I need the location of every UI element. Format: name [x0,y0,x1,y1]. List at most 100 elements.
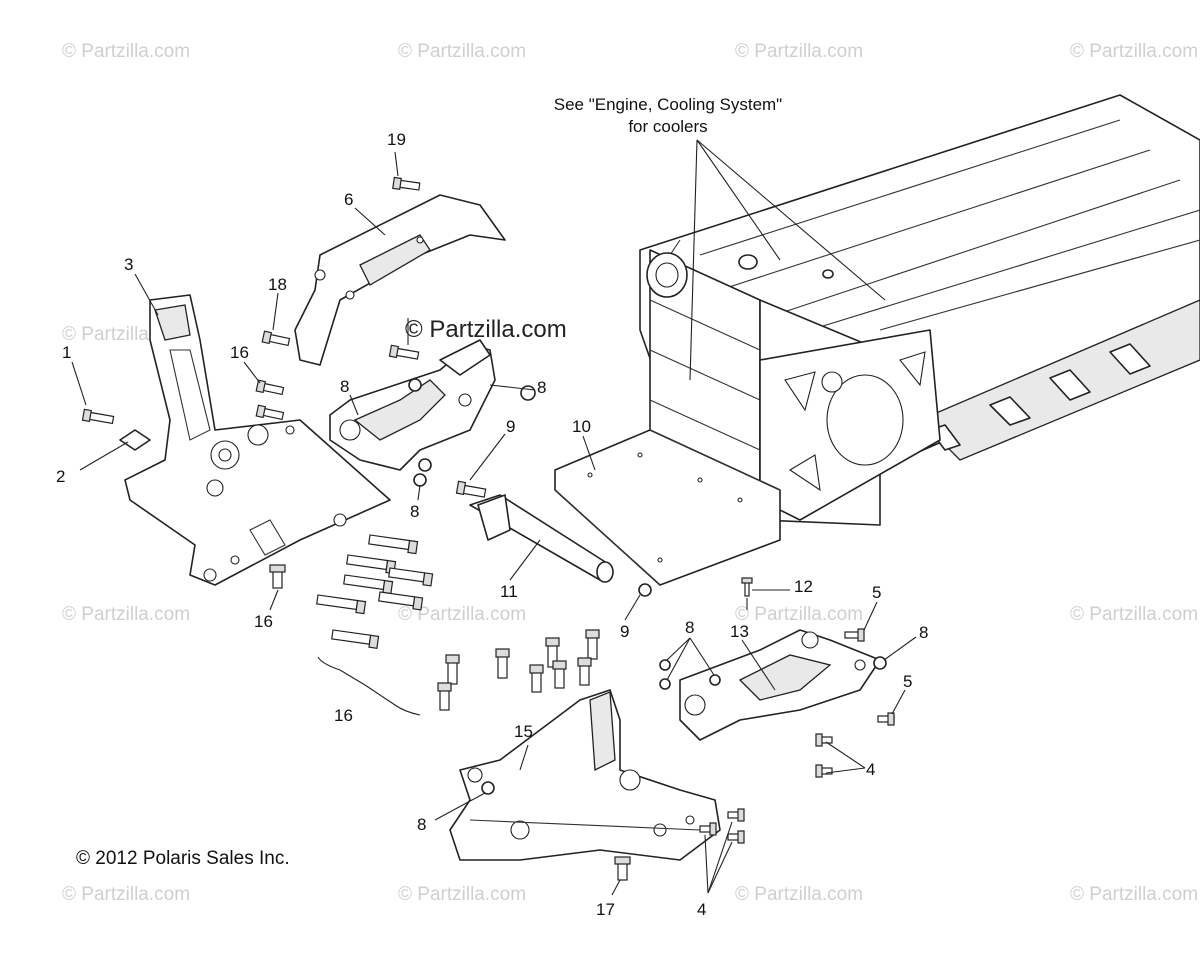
nut-icon [520,385,536,401]
small-hardware [81,176,895,881]
bolt-icon [844,628,865,642]
callout-12: 12 [794,577,813,596]
callout-4: 4 [866,760,875,779]
part-6-bracket [294,194,506,366]
bolt-icon [815,764,833,778]
callout-9: 9 [506,417,515,436]
part-15-bolt-kit [316,534,434,649]
nut-icon [638,583,652,597]
bolt-icon [392,176,421,191]
callout-14: 15 [514,722,533,741]
callout-3: 3 [124,255,133,274]
bolt-icon [269,564,286,589]
cooler-note: See "Engine, Cooling System" for coolers [554,95,782,136]
bolt-icon [585,629,600,660]
bolt-icon [378,591,424,611]
bolt-icon [261,330,291,347]
callout-15: 16 [334,706,353,725]
bolt-icon [614,856,631,881]
bolt-icon [81,408,115,425]
callout-16: 16 [254,612,273,631]
nut-icon [418,458,432,472]
bolt-icon [346,554,397,575]
callout-11: 11 [500,582,518,601]
part-3-front-frame [124,294,391,586]
nut-icon [659,678,671,690]
part-13-bracket [679,629,881,741]
watermark: © Partzilla.com [398,884,526,905]
bolt-icon [445,654,460,685]
callout-16: 16 [230,343,249,362]
center-bracket [329,339,496,471]
leader-lines [71,139,917,896]
watermark: © Partzilla.com [398,604,526,625]
bolt-icon [316,594,367,615]
nut-icon [408,378,422,392]
watermark: © Partzilla.com [735,41,863,62]
part-14-bracket [449,689,721,861]
nut-icon [659,659,671,671]
callout-labels: 19 6 3 1 2 18 16 8 8 8 9 10 11 9 16 12 5… [56,130,928,919]
callout-8: 8 [685,618,694,637]
bolt-icon [388,567,434,587]
bolt-icon [255,404,285,421]
bolt-icon [495,648,510,679]
bolt-icon [368,534,419,555]
callout-8: 8 [410,502,419,521]
callout-13: 13 [730,622,749,641]
callout-18: 19 [387,130,406,149]
copyright-notice: © 2012 Polaris Sales Inc. [76,848,290,869]
bolt-icon [552,660,567,689]
note-line-2: for coolers [628,117,707,136]
bolt-icon [343,574,394,595]
callout-5: 5 [903,672,912,691]
nut-icon [413,473,427,487]
watermark: © Partzilla.com [1070,41,1198,62]
callout-8: 8 [340,377,349,396]
callout-17: 18 [268,275,287,294]
washer-icon [119,429,151,451]
bolt-icon [437,682,452,711]
watermark: © Partzilla.com [62,41,190,62]
bolt-icon [331,629,380,649]
nut-icon [873,656,887,670]
bolt-icon [815,733,833,747]
bolt-icon [529,664,544,693]
callout-8: 8 [537,378,546,397]
part-10-plate [554,429,781,586]
callout-10: 10 [572,417,591,436]
callout-16: 17 [596,900,615,919]
watermark: © Partzilla.com [735,604,863,625]
bolt-icon [455,480,487,498]
bolt-icon [877,712,895,726]
callout-2: 2 [56,467,65,486]
bolt-icon [699,822,717,836]
watermark: © Partzilla.com [62,884,190,905]
bolt-icon [727,830,745,844]
callout-5: 5 [872,583,881,602]
bolt-icon [577,657,592,686]
bolt-icon [741,577,753,597]
watermark: © Partzilla.com [1070,604,1198,625]
center-watermark: © Partzilla.com [405,316,567,343]
nut-icon [709,674,721,686]
watermark: © Partzilla.com [735,884,863,905]
bolt-icon [545,637,560,668]
chassis-tunnel [639,94,1200,526]
callout-8: 8 [417,815,426,834]
part-11-shaft [469,494,614,583]
bolt-icon [388,344,420,360]
callout-8: 8 [919,623,928,642]
note-line-1: See "Engine, Cooling System" [554,95,782,114]
callout-6: 6 [344,190,353,209]
bolt-icon [727,808,745,822]
watermark: © Partzilla.com [1070,884,1198,905]
callout-4: 4 [697,900,706,919]
watermark: © Partzilla.com [398,41,526,62]
watermark: © Partzilla.com [62,604,190,625]
callout-9: 9 [620,622,629,641]
center-bolt-group [437,629,600,711]
callout-1: 1 [62,343,71,362]
nut-icon [481,781,495,795]
